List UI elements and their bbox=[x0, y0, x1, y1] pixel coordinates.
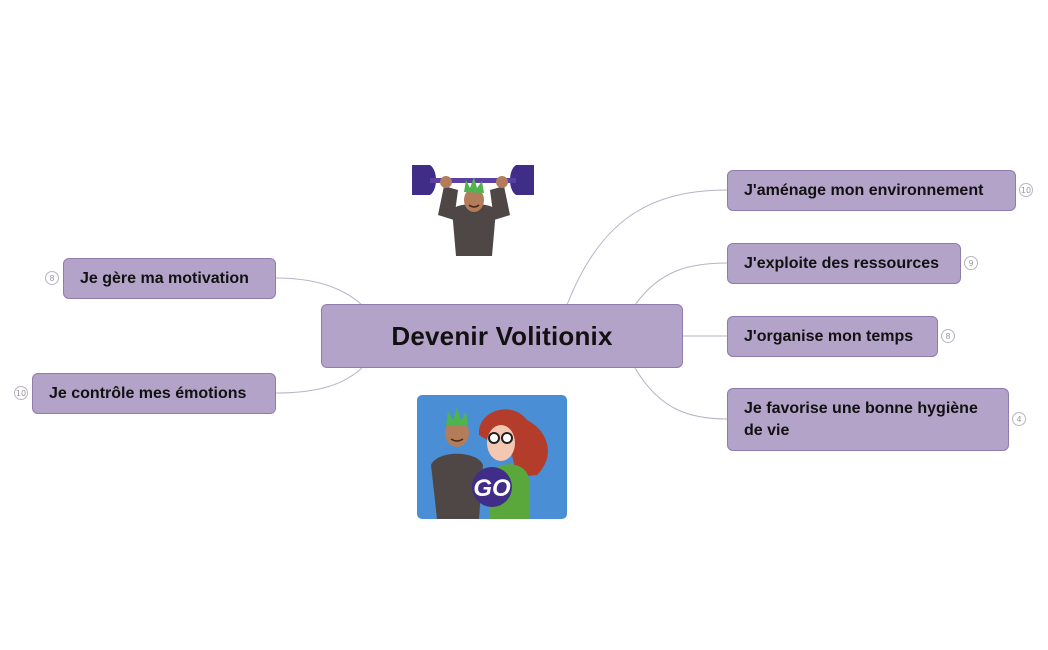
hand-left bbox=[440, 176, 452, 188]
collapse-count-badge[interactable]: 10 bbox=[14, 386, 28, 400]
collapse-count-badge[interactable]: 10 bbox=[1019, 183, 1033, 197]
topic-environnement[interactable]: J'aménage mon environnement bbox=[727, 170, 1016, 211]
collapse-count-badge[interactable]: 4 bbox=[1012, 412, 1026, 426]
glasses-left bbox=[488, 432, 500, 444]
torso bbox=[452, 204, 496, 256]
connector-emotions bbox=[275, 367, 363, 394]
man-face bbox=[445, 419, 469, 447]
topic-ressources[interactable]: J'exploite des ressources bbox=[727, 243, 961, 284]
head bbox=[464, 188, 484, 212]
connector-ressources bbox=[634, 262, 728, 306]
go-characters-illustration: GO bbox=[417, 395, 567, 519]
connector-environnement bbox=[566, 189, 728, 306]
man-body bbox=[431, 453, 483, 519]
barbell-weight-left bbox=[412, 165, 436, 195]
go-badge bbox=[472, 467, 512, 507]
collapse-count-badge[interactable]: 8 bbox=[941, 329, 955, 343]
weightlifter-character-illustration bbox=[412, 165, 534, 256]
central-topic-label: Devenir Volitionix bbox=[391, 320, 613, 351]
collapse-count-badge[interactable]: 9 bbox=[964, 256, 978, 270]
topic-label: Je favorise une bonne hygiène de vie bbox=[744, 399, 978, 439]
topic-label: J'organise mon temps bbox=[744, 327, 914, 345]
connector-hygiene bbox=[634, 367, 728, 420]
topic-hygiene[interactable]: Je favorise une bonne hygiène de vie bbox=[727, 388, 1009, 451]
topic-label: Je gère ma motivation bbox=[80, 269, 249, 287]
hair bbox=[464, 177, 484, 193]
go-characters-art: GO bbox=[431, 407, 548, 519]
topic-emotions[interactable]: Je contrôle mes émotions bbox=[32, 373, 276, 414]
glasses-right bbox=[501, 432, 513, 444]
topic-motivation[interactable]: Je gère ma motivation bbox=[63, 258, 276, 299]
go-badge-text: GO bbox=[473, 475, 511, 502]
topic-label: J'aménage mon environnement bbox=[744, 181, 984, 199]
man-smile bbox=[450, 438, 464, 442]
smile bbox=[468, 204, 480, 208]
topic-label: Je contrôle mes émotions bbox=[49, 384, 247, 402]
topic-temps[interactable]: J'organise mon temps bbox=[727, 316, 938, 357]
man-hair bbox=[446, 407, 468, 426]
collapse-count-badge[interactable]: 8 bbox=[45, 271, 59, 285]
barbell-weight-right bbox=[510, 165, 534, 195]
hand-right bbox=[496, 176, 508, 188]
connector-motivation bbox=[275, 277, 363, 306]
topic-label: J'exploite des ressources bbox=[744, 254, 940, 272]
central-topic[interactable]: Devenir Volitionix bbox=[321, 304, 683, 368]
